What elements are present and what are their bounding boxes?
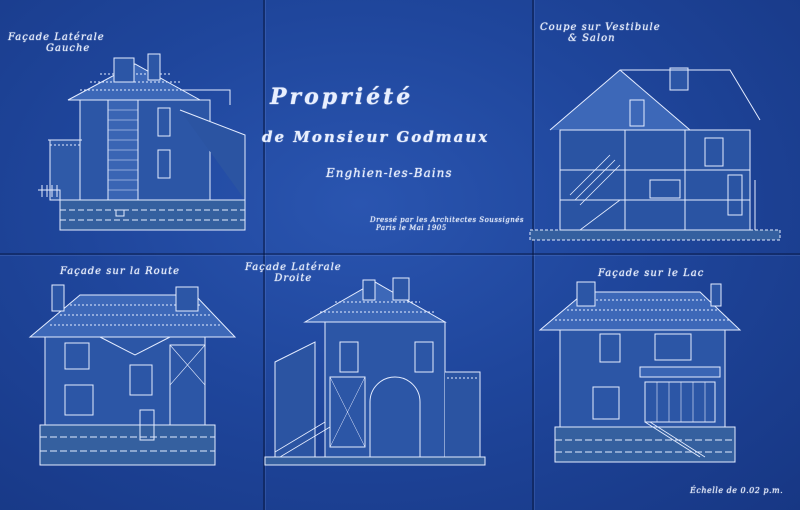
- left-elevation-title: Façade Latérale Gauche: [8, 32, 105, 54]
- road-facade-title: Façade sur la Route: [60, 266, 181, 277]
- architect-note: Dressé par les Architectes Soussignés Pa…: [370, 216, 524, 232]
- owner-title: de Monsieur Godmaux: [262, 128, 490, 146]
- left-elevation-drawing: [30, 50, 262, 240]
- scale-note: Échelle de 0.02 p.m.: [690, 486, 784, 495]
- section-title: Coupe sur Vestibule & Salon: [540, 22, 661, 44]
- right-elevation-drawing: [265, 282, 490, 472]
- right-elevation-title: Façade Latérale Droite: [245, 262, 342, 284]
- fold-line-vertical: [263, 0, 265, 510]
- road-facade-drawing: [30, 285, 240, 475]
- lake-facade-title: Façade sur le Lac: [598, 268, 705, 279]
- fold-line-horizontal: [0, 253, 800, 255]
- location-title: Enghien-les-Bains: [326, 166, 453, 180]
- section-drawing: [530, 60, 780, 250]
- lake-facade-drawing: [535, 282, 750, 472]
- fold-line-vertical: [532, 0, 534, 510]
- main-title: Propriété: [270, 84, 414, 110]
